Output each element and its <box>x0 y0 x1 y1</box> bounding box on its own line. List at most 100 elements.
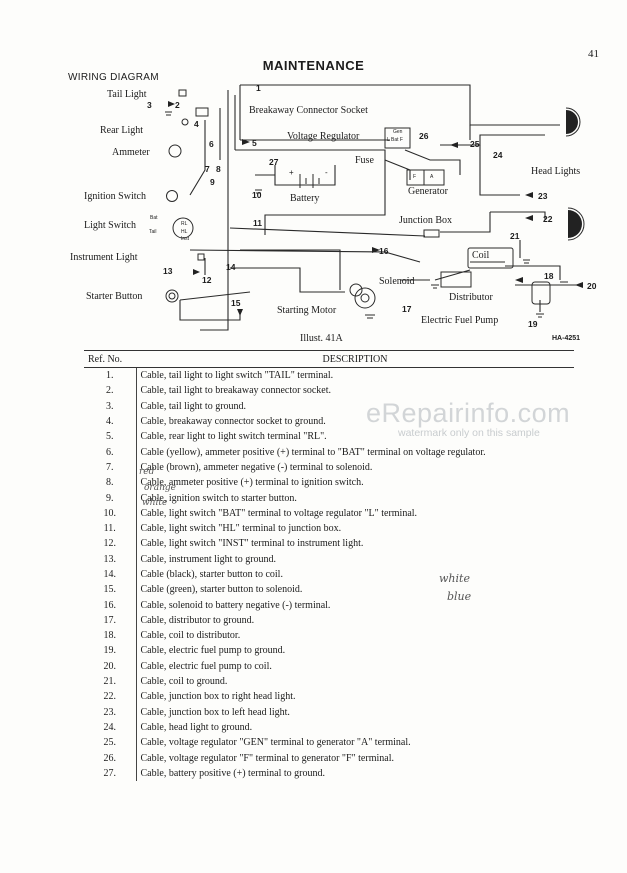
description-cell: Cable, distributor to ground. <box>140 614 255 626</box>
table-row: 22.Cable, junction box to right head lig… <box>84 689 574 705</box>
description-cell: Cable, tail light to breakaway connector… <box>140 385 332 397</box>
label-distributor: Distributor <box>449 292 493 303</box>
callout-16: 16 <box>379 246 389 256</box>
watermark-subtext: watermark only on this sample <box>398 427 540 439</box>
ref-number-cell: 18. <box>84 628 137 644</box>
handwritten-margin-white: white <box>439 572 470 585</box>
ref-number-cell: 5. <box>84 429 137 445</box>
label-coil: Coil <box>472 250 490 261</box>
description-cell: Cable, instrument light to ground. <box>140 553 277 565</box>
description-cell: Cable, electric fuel pump to coil. <box>140 660 272 672</box>
table-row: 17.Cable, distributor to ground. <box>84 612 574 629</box>
callout-11: 11 <box>253 218 262 228</box>
callout-27: 27 <box>269 157 279 167</box>
description-cell: Cable, coil to distributor. <box>140 630 241 642</box>
drawing-number: HA-4251 <box>552 335 581 342</box>
callout-15: 15 <box>231 298 241 308</box>
ref-number-cell: 3. <box>84 398 137 414</box>
ref-number-cell: 16. <box>84 597 137 613</box>
callout-23: 23 <box>538 191 548 201</box>
terminal-bat: Bat <box>150 215 158 221</box>
description-cell: Cable, voltage regulator "F" terminal to… <box>140 752 394 764</box>
table-row: 21.Cable, coil to ground. <box>84 673 574 690</box>
description-cell: Cable, light switch "BAT" terminal to vo… <box>140 507 418 519</box>
description-cell: Cable, light switch "HL" terminal to jun… <box>140 523 342 535</box>
section-heading: WIRING DIAGRAM <box>68 72 159 83</box>
table-row: 3.Cable, tail light to ground. <box>84 398 574 414</box>
battery-plus: + <box>289 168 294 177</box>
ref-number-cell: 27. <box>84 765 137 782</box>
ref-number-cell: 6. <box>84 444 137 460</box>
label-solenoid: Solenoid <box>379 276 415 287</box>
ref-number-cell: 20. <box>84 658 137 674</box>
description-cell: Cable, solenoid to battery negative (-) … <box>140 599 331 611</box>
table-row: 14.Cable (black), starter button to coil… <box>84 566 574 583</box>
ref-number-cell: 4. <box>84 413 137 430</box>
label-breakaway-socket: Breakaway Connector Socket <box>249 105 368 116</box>
handwritten-note-orange: orange <box>144 483 176 493</box>
ref-number-cell: 15. <box>84 582 137 598</box>
description-cell: Cable, junction box to left head light. <box>140 706 290 718</box>
callout-4: 4 <box>194 119 199 129</box>
table-row: 2.Cable, tail light to breakaway connect… <box>84 383 574 399</box>
page-title: MAINTENANCE <box>262 58 365 73</box>
table-row: 1.Cable, tail light to light switch "TAI… <box>84 367 574 384</box>
ref-number-cell: 9. <box>84 490 137 506</box>
table-row: 26.Cable, voltage regulator "F" terminal… <box>84 750 574 766</box>
label-ammeter: Ammeter <box>112 147 150 158</box>
description-cell: Cable, coil to ground. <box>140 676 228 688</box>
terminal-hl: HL <box>181 229 188 235</box>
label-fuse: Fuse <box>355 155 374 166</box>
table-body: 1.Cable, tail light to light switch "TAI… <box>84 367 574 782</box>
watermark-text: eRepairinfo.com <box>366 398 571 428</box>
callout-19: 19 <box>528 319 538 329</box>
callout-22: 22 <box>543 214 553 224</box>
label-ignition-switch: Ignition Switch <box>84 191 146 202</box>
callout-3: 3 <box>147 100 152 110</box>
ref-number-cell: 2. <box>84 383 137 399</box>
table-row: 25.Cable, voltage regulator "GEN" termin… <box>84 735 574 751</box>
label-battery: Battery <box>290 193 320 204</box>
table-row: 8.Cable, ammeter positive (+) terminal t… <box>84 475 574 491</box>
label-starter-button: Starter Button <box>86 291 143 302</box>
table-row: 27.Cable, battery positive (+) terminal … <box>84 765 574 782</box>
reference-table: Ref. No. DESCRIPTION 1.Cable, tail light… <box>84 350 574 782</box>
callout-21: 21 <box>510 231 520 241</box>
label-junction-box: Junction Box <box>399 215 453 226</box>
terminal-f: F <box>413 174 417 180</box>
table-row: 6.Cable (yellow), ammeter positive (+) t… <box>84 444 574 460</box>
terminal-l-bat-f: L Bat F <box>387 137 403 143</box>
label-generator: Generator <box>408 186 448 197</box>
table-row: 7.Cable (brown), ammeter negative (-) te… <box>84 459 574 476</box>
description-cell: Cable (brown), ammeter negative (-) term… <box>140 461 373 473</box>
callout-12: 12 <box>202 275 212 285</box>
ref-number-cell: 19. <box>84 643 137 659</box>
table-row: 4.Cable, breakaway connector socket to g… <box>84 413 574 430</box>
terminal-gen: Gen <box>393 129 403 135</box>
table-row: 23.Cable, junction box to left head ligh… <box>84 704 574 720</box>
table-row: 5.Cable, rear light to light switch term… <box>84 429 574 445</box>
callout-26: 26 <box>419 131 429 141</box>
table-row: 18.Cable, coil to distributor. <box>84 628 574 644</box>
label-light-switch: Light Switch <box>84 220 136 231</box>
header-description: DESCRIPTION <box>136 350 574 368</box>
ref-number-cell: 22. <box>84 689 137 705</box>
battery-minus: - <box>325 168 328 177</box>
description-cell: Cable (yellow), ammeter positive (+) ter… <box>140 446 486 458</box>
ref-number-cell: 13. <box>84 551 137 567</box>
ref-number-cell: 11. <box>84 520 137 537</box>
callout-2: 2 <box>175 100 180 110</box>
terminal-inst: Inst <box>181 236 190 242</box>
table-row: 13.Cable, instrument light to ground. <box>84 551 574 567</box>
page-number: 41 <box>588 48 599 60</box>
handwritten-margin-blue: blue <box>447 590 472 603</box>
table-row: 19.Cable, electric fuel pump to ground. <box>84 643 574 659</box>
description-cell: Cable, light switch "INST" terminal to i… <box>140 538 364 550</box>
terminal-rl: RL <box>181 221 188 227</box>
description-cell: Cable, junction box to right head light. <box>140 691 296 703</box>
table-row: 10.Cable, light switch "BAT" terminal to… <box>84 505 574 521</box>
table-row: 9.Cable, ignition switch to starter butt… <box>84 490 574 506</box>
table-row: 12.Cable, light switch "INST" terminal t… <box>84 536 574 552</box>
description-cell: Cable (green), starter button to solenoi… <box>140 584 303 596</box>
callout-5: 5 <box>252 138 257 148</box>
